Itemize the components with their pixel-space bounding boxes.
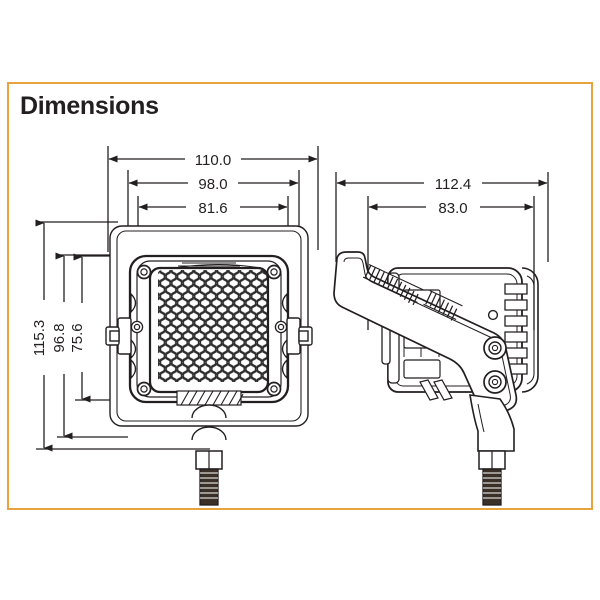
page-title: Dimensions xyxy=(20,92,159,120)
technical-drawing: 110.0 98.0 81.6 115.3 96.8 75.6 xyxy=(7,82,593,510)
bracket-logo-emboss xyxy=(362,263,463,321)
dim-front-width-110: 110.0 xyxy=(195,152,231,169)
dim-front-width-816: 81.6 xyxy=(198,200,227,217)
dim-side-depth-830: 83.0 xyxy=(438,200,467,217)
side-view-dimension-lines xyxy=(335,172,549,330)
dim-front-height-1153: 115.3 xyxy=(31,320,48,356)
dim-front-height-968: 96.8 xyxy=(51,323,68,352)
front-view-dimension-lines xyxy=(107,146,319,260)
bracket-pivot-bolts xyxy=(483,309,507,394)
honeycomb-lens xyxy=(158,270,268,382)
front-view-vertical-dimension-lines xyxy=(35,219,210,452)
side-view xyxy=(333,251,539,506)
front-view xyxy=(105,225,313,506)
dim-side-depth-1124: 112.4 xyxy=(435,176,471,193)
dim-front-height-756: 75.6 xyxy=(69,323,86,352)
dim-front-width-98: 98.0 xyxy=(198,176,227,193)
front-mounting-bolt xyxy=(195,450,223,506)
side-mounting-bolt xyxy=(478,450,506,506)
